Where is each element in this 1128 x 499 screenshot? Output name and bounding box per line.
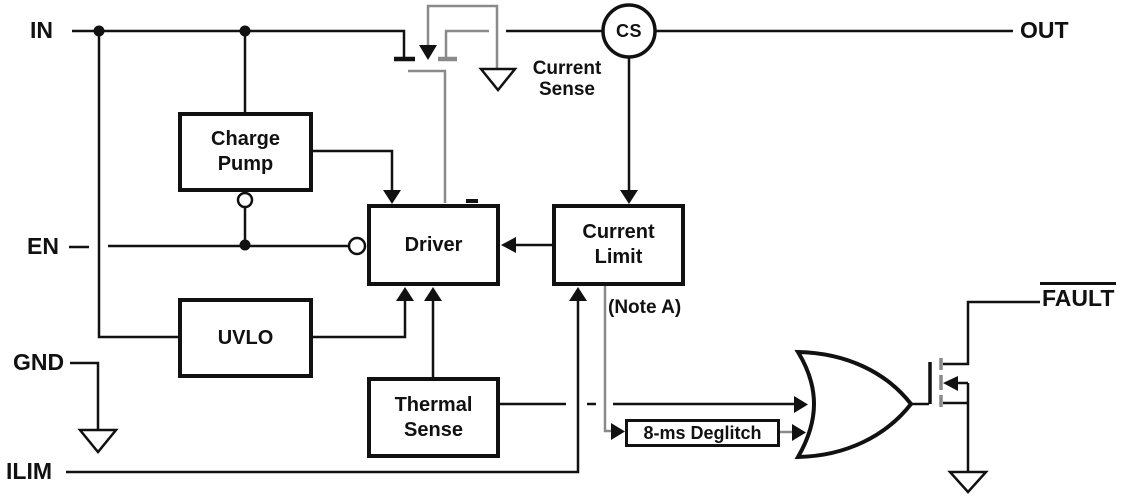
fault-fet-source-wire xyxy=(943,381,970,472)
driver-block: Driver xyxy=(367,204,500,286)
driver-en-inverter-bubble xyxy=(347,236,367,256)
wire-in-to-uvlo xyxy=(97,31,178,339)
arrow-into-deglitch xyxy=(611,423,625,440)
charge-pump-label-line2: Pump xyxy=(217,153,274,175)
charge-pump-label-line1: Charge xyxy=(211,128,280,150)
wire-current-limit-to-deglitch xyxy=(603,286,612,433)
gnd-ground-symbol xyxy=(77,428,119,454)
wire-ilim-to-current-limit xyxy=(66,301,580,474)
or-gate xyxy=(794,349,914,460)
pass-fet-symbol xyxy=(394,45,457,62)
deglitch-block: 8-ms Deglitch xyxy=(625,419,780,447)
cs-circle xyxy=(601,3,657,59)
thermal-sense-label-line1: Thermal xyxy=(394,393,473,416)
deglitch-label: 8-ms Deglitch xyxy=(643,423,762,443)
pin-label-ilim: ILIM xyxy=(6,458,52,484)
current-sense-annotation: Current Sense xyxy=(520,58,614,100)
current-sense-line1: Current xyxy=(532,58,602,79)
arrow-thermal-into-or xyxy=(794,396,808,413)
fault-fet-drain-wire xyxy=(943,300,1040,366)
uvlo-label: UVLO xyxy=(217,326,274,349)
current-sense-triangle xyxy=(478,67,518,92)
junction-dot xyxy=(93,25,105,37)
charge-pump-inverter-bubble xyxy=(236,191,254,209)
arrow-charge-pump-into-driver xyxy=(383,190,401,204)
thermal-sense-block: Thermal Sense xyxy=(367,377,500,458)
current-limit-block: Current Limit xyxy=(552,204,685,286)
wire-uvlo-to-driver xyxy=(313,301,407,339)
junction-dot xyxy=(239,239,251,251)
fault-fet-body-arrow-icon xyxy=(943,376,958,391)
cs-bubble-label: CS xyxy=(615,21,642,41)
arrow-ilim-into-current-limit xyxy=(569,287,587,301)
pin-label-fault: FAULT xyxy=(1040,282,1117,310)
arrow-deglitch-into-or xyxy=(792,424,806,441)
charge-pump-block: Charge Pump xyxy=(178,112,313,192)
arrow-cs-into-current-limit xyxy=(620,190,638,204)
pass-fet-body-arrow-icon xyxy=(419,45,437,60)
thermal-sense-label-line2: Sense xyxy=(404,418,463,441)
pin-label-gnd: GND xyxy=(13,349,65,375)
wire-fet-gate-to-driver xyxy=(408,69,447,203)
driver-top-stub xyxy=(466,199,478,203)
pin-label-en: EN xyxy=(27,233,59,259)
fault-fet-symbol xyxy=(928,300,1040,472)
arrow-uvlo-into-driver xyxy=(396,287,414,301)
wire-in-rail xyxy=(72,29,406,57)
driver-label: Driver xyxy=(404,233,463,256)
wire-gnd-lead xyxy=(70,361,100,430)
current-sense-line2: Sense xyxy=(539,79,595,100)
wire-charge-pump-to-driver xyxy=(313,149,394,190)
wire-sense-loop xyxy=(426,4,499,69)
uvlo-block: UVLO xyxy=(178,298,313,378)
pin-label-in: IN xyxy=(30,17,53,43)
wire-fet-source-riser xyxy=(444,29,489,57)
current-limit-label-line2: Limit xyxy=(594,246,643,268)
pin-label-out: OUT xyxy=(1020,17,1069,43)
note-a-annotation: (Note A) xyxy=(608,297,682,318)
arrow-current-limit-into-driver xyxy=(501,237,516,253)
current-limit-label-line1: Current xyxy=(582,221,655,243)
junction-dot xyxy=(239,25,251,37)
arrow-thermal-into-driver xyxy=(424,287,442,301)
fault-ground-symbol xyxy=(947,470,989,494)
